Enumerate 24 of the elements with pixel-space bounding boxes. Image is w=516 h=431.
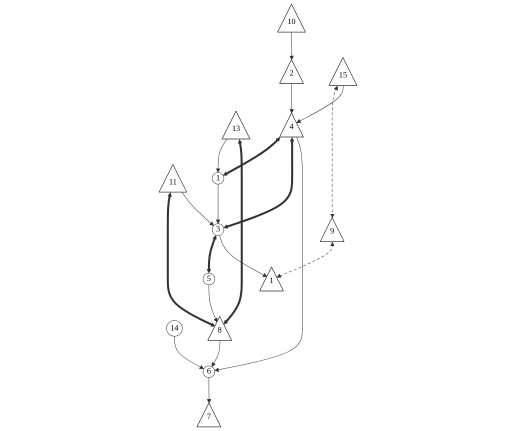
arrow: [212, 340, 220, 367]
arrow: [166, 192, 216, 327]
arrow: [206, 235, 217, 274]
arrow: [206, 377, 212, 404]
arrow: [214, 136, 303, 372]
arrow: [224, 139, 243, 325]
arrow: [208, 284, 218, 322]
arrow: [216, 184, 220, 224]
arrow: [216, 139, 228, 173]
arrow: [182, 192, 214, 226]
arrow: [222, 137, 280, 176]
arrow: [223, 137, 294, 229]
node-circle: 5: [202, 272, 215, 286]
arrow: [296, 86, 344, 123]
arrow: [330, 86, 338, 218]
arrow: [219, 235, 268, 277]
arrow: [174, 336, 204, 370]
arrow: [276, 242, 335, 278]
node-circle: 6: [202, 366, 215, 378]
node-circle: 14: [166, 320, 183, 337]
arrow: [289, 32, 294, 60]
node-circle: 1: [212, 172, 224, 184]
arrow: [289, 84, 294, 114]
node-circle: 3: [212, 224, 224, 236]
